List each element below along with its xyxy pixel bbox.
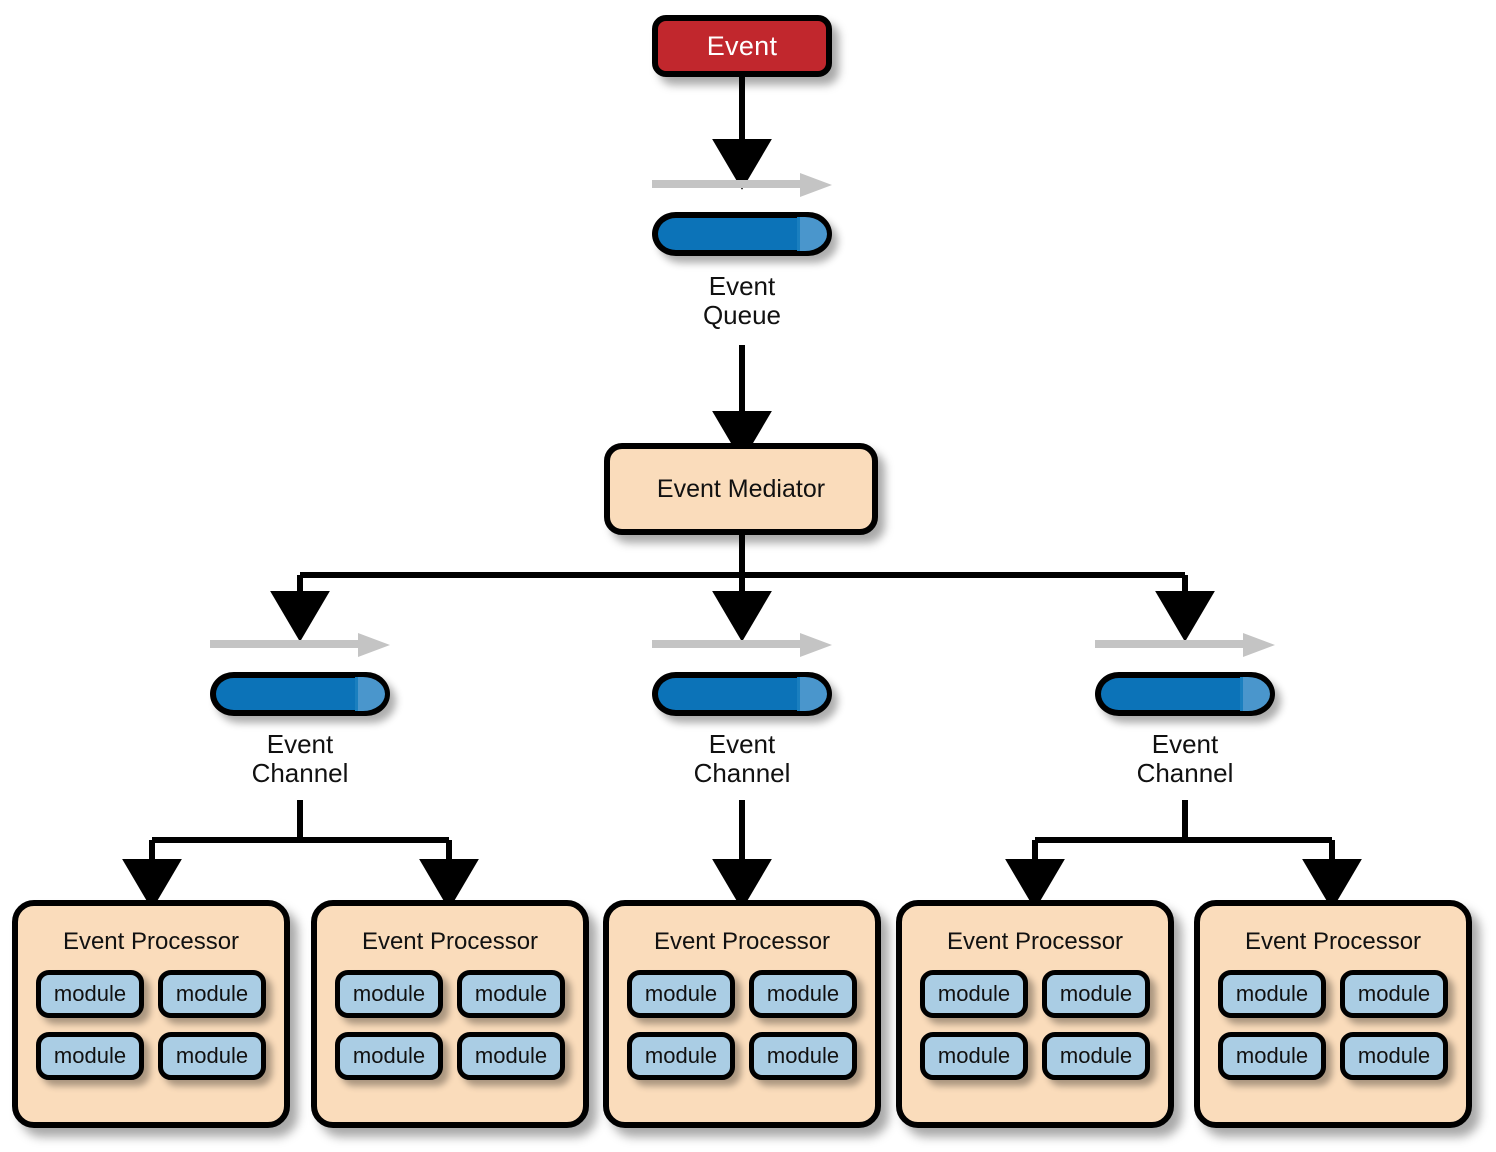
event-mediator-label: Event Mediator [656,474,826,503]
module-box[interactable]: module [1340,970,1448,1018]
module-grid: module module module module [920,970,1150,1080]
cylinder-end-cap [797,677,827,711]
module-box[interactable]: module [36,970,144,1018]
event-queue-cylinder-icon[interactable] [652,212,832,256]
cylinder-end-cap [1240,677,1270,711]
event-channel-cylinder-icon-2[interactable] [652,672,832,716]
module-box[interactable]: module [627,970,735,1018]
module-box[interactable]: module [1042,970,1150,1018]
event-channel-label-2: Event Channel [693,729,791,789]
event-mediator-node[interactable]: Event Mediator [604,443,878,535]
module-box[interactable]: module [158,1032,266,1080]
module-box[interactable]: module [335,970,443,1018]
flow-arrow-icon-channel-2 [652,633,832,657]
event-processor-title: Event Processor [946,928,1124,955]
event-processor-title: Event Processor [62,928,240,955]
event-node-label: Event [706,30,778,61]
event-processor-4[interactable]: Event Processor module module module mod… [896,900,1174,1128]
event-processor-title: Event Processor [653,928,831,955]
module-box[interactable]: module [335,1032,443,1080]
module-box[interactable]: module [920,1032,1028,1080]
event-processor-1[interactable]: Event Processor module module module mod… [12,900,290,1128]
module-box[interactable]: module [749,1032,857,1080]
event-processor-3[interactable]: Event Processor module module module mod… [603,900,881,1128]
module-box[interactable]: module [1042,1032,1150,1080]
module-grid: module module module module [36,970,266,1080]
module-grid: module module module module [1218,970,1448,1080]
cylinder-end-cap [797,217,827,251]
event-channel-cylinder-icon-3[interactable] [1095,672,1275,716]
module-box[interactable]: module [627,1032,735,1080]
module-box[interactable]: module [457,970,565,1018]
event-channel-cylinder-icon-1[interactable] [210,672,390,716]
module-box[interactable]: module [457,1032,565,1080]
cylinder-end-cap [355,677,385,711]
event-processor-2[interactable]: Event Processor module module module mod… [311,900,589,1128]
flow-arrow-icon-queue [652,173,832,197]
event-channel-label-3: Event Channel [1136,729,1234,789]
module-box[interactable]: module [1218,970,1326,1018]
module-box[interactable]: module [1218,1032,1326,1080]
event-processor-title: Event Processor [361,928,539,955]
module-box[interactable]: module [1340,1032,1448,1080]
module-grid: module module module module [335,970,565,1080]
event-channel-label-1: Event Channel [251,729,349,789]
module-box[interactable]: module [158,970,266,1018]
module-box[interactable]: module [36,1032,144,1080]
event-node[interactable]: Event [652,15,832,77]
flow-arrow-icon-channel-1 [210,633,390,657]
module-box[interactable]: module [920,970,1028,1018]
event-queue-label: Event Queue [702,271,782,331]
event-processor-title: Event Processor [1244,928,1422,955]
flow-arrow-icon-channel-3 [1095,633,1275,657]
event-processor-5[interactable]: Event Processor module module module mod… [1194,900,1472,1128]
module-grid: module module module module [627,970,857,1080]
module-box[interactable]: module [749,970,857,1018]
